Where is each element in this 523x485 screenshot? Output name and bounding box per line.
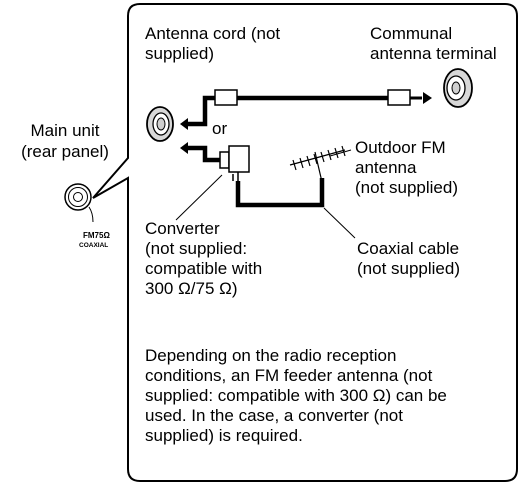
antenna-cord bbox=[180, 89, 432, 130]
converter-icon bbox=[180, 142, 250, 181]
note-line-3: supplied: compatible with 300 Ω) can be bbox=[145, 386, 447, 405]
main-unit-jack-icon bbox=[64, 183, 94, 223]
converter-label-2: (not supplied: bbox=[145, 239, 248, 258]
jack-label-coaxial: COAXIAL bbox=[79, 242, 109, 249]
outdoor-antenna-leader bbox=[329, 149, 352, 157]
outdoor-antenna-icon bbox=[289, 145, 346, 183]
communal-terminal-label-1: Communal bbox=[370, 24, 453, 43]
note-line-4: used. In the case, a converter (not bbox=[145, 406, 403, 425]
note-line-2: conditions, an FM feeder antenna (not bbox=[145, 366, 433, 385]
coaxial-cable-label-2: (not supplied) bbox=[357, 259, 461, 278]
outdoor-antenna-label-1: Outdoor FM bbox=[355, 138, 446, 157]
outdoor-antenna-label-3: (not supplied) bbox=[355, 178, 459, 197]
antenna-cord-label-2: supplied) bbox=[145, 44, 214, 63]
converter-leader bbox=[175, 174, 223, 221]
coaxial-leader bbox=[323, 207, 356, 239]
outdoor-antenna-label-2: antenna bbox=[355, 158, 417, 177]
or-label: or bbox=[212, 119, 228, 138]
coaxial-cable-line bbox=[235, 178, 325, 208]
converter-label-1: Converter bbox=[145, 219, 220, 238]
jack-label-fm75: FM75Ω bbox=[83, 231, 110, 240]
converter-label-3: compatible with bbox=[145, 259, 263, 278]
unit-connector-icon bbox=[146, 106, 174, 142]
antenna-cord-label-1: Antenna cord (not bbox=[145, 24, 281, 43]
coaxial-cable-label-1: Coaxial cable bbox=[357, 239, 460, 258]
communal-terminal-icon bbox=[443, 68, 473, 108]
callout-frame bbox=[92, 3, 518, 482]
note-line-5: supplied) is required. bbox=[145, 426, 303, 445]
main-unit-subtitle: (rear panel) bbox=[21, 142, 109, 161]
converter-label-4: 300 Ω/75 Ω) bbox=[145, 279, 238, 298]
communal-terminal-label-2: antenna terminal bbox=[370, 44, 497, 63]
note-line-1: Depending on the radio reception bbox=[145, 346, 397, 365]
main-unit-title: Main unit bbox=[30, 121, 100, 140]
